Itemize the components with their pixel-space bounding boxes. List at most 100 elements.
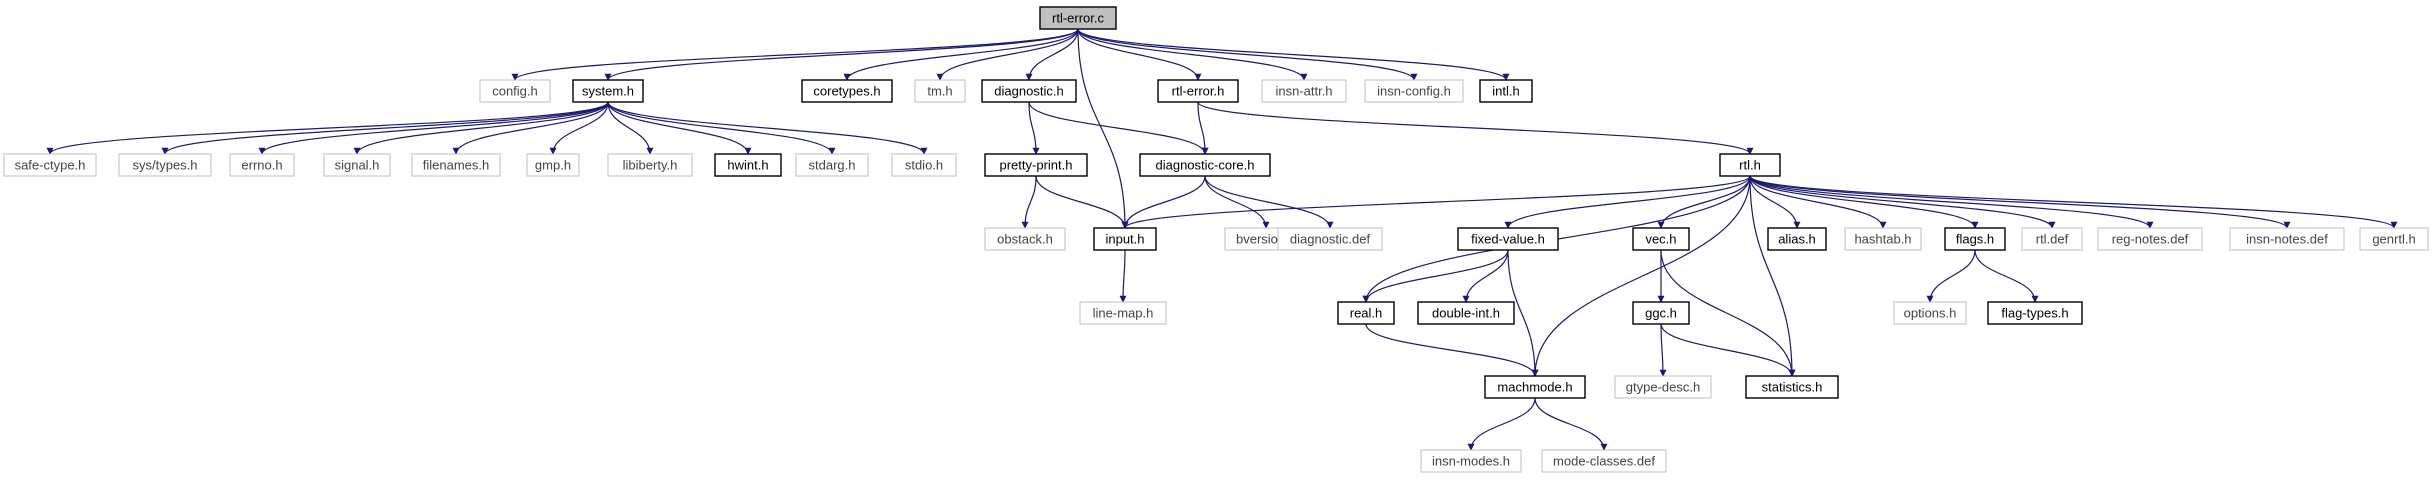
- node-box: [801, 79, 893, 103]
- node-label: rtl-error.c: [1052, 11, 1105, 26]
- node-box: [714, 153, 782, 177]
- node-box: [2229, 227, 2345, 251]
- edge-diagnostic-core-h-to-input-h: [1121, 175, 1206, 229]
- node-label: real.h: [1350, 306, 1383, 321]
- node-machmode-h[interactable]: machmode.h: [1484, 375, 1586, 399]
- node-diagnostic-core-h[interactable]: diagnostic-core.h: [1139, 153, 1271, 177]
- node-box: [1944, 227, 2006, 251]
- edge-rtl-h-to-vec-h: [1657, 175, 1751, 229]
- edge-system-h-to-stdarg-h: [607, 101, 836, 155]
- node-coretypes-h[interactable]: coretypes.h: [801, 79, 893, 103]
- edge-rtl-error-c-to-coretypes-h: [843, 28, 1079, 81]
- node-filenames-h: filenames.h: [411, 153, 501, 177]
- edge-ggc-h-to-statistics-h: [1660, 323, 1796, 377]
- node-sys-types-h: sys/types.h: [118, 153, 212, 177]
- node-gmp-h: gmp.h: [526, 153, 580, 177]
- edge-rtl-error-c-to-insn-attr-h: [1077, 28, 1308, 81]
- node-box: [1457, 227, 1559, 251]
- node-statistics-h[interactable]: statistics.h: [1745, 375, 1839, 399]
- edge-diagnostic-core-h-to-diagnostic-def: [1204, 175, 1334, 229]
- node-box: [1484, 375, 1586, 399]
- node-fixed-value-h[interactable]: fixed-value.h: [1457, 227, 1559, 251]
- node-system-h[interactable]: system.h: [572, 79, 644, 103]
- node-label: diagnostic.h: [994, 84, 1063, 99]
- edge-rtl-error-h-to-diagnostic-core-h: [1197, 101, 1209, 155]
- node-double-int-h[interactable]: double-int.h: [1417, 301, 1515, 325]
- node-label: hwint.h: [727, 158, 768, 173]
- edges-layer: [46, 28, 2398, 451]
- node-label: rtl.def: [2036, 232, 2069, 247]
- node-box: [479, 79, 551, 103]
- node-rtl-error-h[interactable]: rtl-error.h: [1157, 79, 1239, 103]
- node-real-h[interactable]: real.h: [1337, 301, 1395, 325]
- node-rtl-error-c[interactable]: rtl-error.c: [1039, 6, 1117, 30]
- edge-system-h-to-hwint-h: [607, 101, 752, 155]
- edge-fixed-value-h-to-machmode-h: [1507, 249, 1539, 377]
- edge-system-h-to-stdio-h: [607, 101, 928, 155]
- edge-vec-h-to-statistics-h: [1660, 249, 1796, 377]
- node-ggc-h[interactable]: ggc.h: [1632, 301, 1690, 325]
- node-insn-notes-def: insn-notes.def: [2229, 227, 2345, 251]
- edge-rtl-error-c-to-config-h: [511, 28, 1079, 81]
- node-box: [1632, 301, 1690, 325]
- node-diagnostic-h[interactable]: diagnostic.h: [981, 79, 1077, 103]
- node-flag-types-h[interactable]: flag-types.h: [1987, 301, 2083, 325]
- node-label: options.h: [1904, 306, 1957, 321]
- node-box: [323, 153, 391, 177]
- node-box: [2097, 227, 2203, 251]
- node-label: rtl.h: [1739, 158, 1761, 173]
- node-label: line-map.h: [1093, 306, 1154, 321]
- node-label: genrtl.h: [2372, 232, 2415, 247]
- node-genrtl-h: genrtl.h: [2359, 227, 2429, 251]
- node-hwint-h[interactable]: hwint.h: [714, 153, 782, 177]
- node-label: insn-config.h: [1377, 84, 1451, 99]
- edge-rtl-error-h-to-rtl-h: [1197, 101, 1754, 155]
- edge-machmode-h-to-insn-modes-h: [1467, 397, 1536, 451]
- node-insn-config-h: insn-config.h: [1364, 79, 1464, 103]
- node-obstack-h: obstack.h: [984, 227, 1066, 251]
- node-box: [572, 79, 644, 103]
- edge-diagnostic-core-h-to-bversion-h: [1204, 175, 1270, 229]
- node-safe-ctype-h: safe-ctype.h: [3, 153, 97, 177]
- edge-rtl-error-c-to-intl-h: [1077, 28, 1510, 81]
- edge-rtl-h-to-genrtl-h: [1749, 175, 2398, 229]
- node-rtl-h[interactable]: rtl.h: [1719, 153, 1781, 177]
- node-input-h[interactable]: input.h: [1093, 227, 1157, 251]
- node-label: system.h: [582, 84, 634, 99]
- node-tm-h: tm.h: [914, 79, 966, 103]
- node-box: [1277, 227, 1383, 251]
- node-box: [1745, 375, 1839, 399]
- node-box: [984, 227, 1066, 251]
- node-vec-h[interactable]: vec.h: [1632, 227, 1690, 251]
- edge-input-h-to-line-map-h: [1119, 249, 1127, 303]
- edge-rtl-h-to-machmode-h: [1531, 175, 1751, 377]
- node-label: insn-attr.h: [1275, 84, 1332, 99]
- node-alias-h[interactable]: alias.h: [1767, 227, 1827, 251]
- node-label: input.h: [1105, 232, 1144, 247]
- node-insn-modes-h: insn-modes.h: [1420, 449, 1522, 473]
- edge-rtl-error-c-to-insn-config-h: [1077, 28, 1418, 81]
- edge-rtl-h-to-rtl-def: [1749, 175, 2056, 229]
- node-label: intl.h: [1492, 84, 1519, 99]
- edge-ggc-h-to-gtype-desc-h: [1659, 323, 1667, 377]
- edge-rtl-h-to-input-h: [1121, 175, 1751, 229]
- node-flags-h[interactable]: flags.h: [1944, 227, 2006, 251]
- node-label: gtype-desc.h: [1626, 380, 1700, 395]
- edge-rtl-error-c-to-rtl-error-h: [1077, 28, 1202, 81]
- node-label: sys/types.h: [132, 158, 197, 173]
- node-box: [526, 153, 580, 177]
- edge-pretty-print-h-to-obstack-h: [1021, 175, 1037, 229]
- node-label: alias.h: [1778, 232, 1816, 247]
- node-label: reg-notes.def: [2112, 232, 2189, 247]
- node-box: [411, 153, 501, 177]
- node-intl-h[interactable]: intl.h: [1479, 79, 1533, 103]
- node-box: [3, 153, 97, 177]
- node-label: rtl-error.h: [1172, 84, 1225, 99]
- node-libiberty-h: libiberty.h: [607, 153, 693, 177]
- edge-rtl-error-c-to-input-h: [1077, 28, 1129, 229]
- node-label: libiberty.h: [623, 158, 678, 173]
- node-box: [984, 153, 1088, 177]
- node-pretty-print-h[interactable]: pretty-print.h: [984, 153, 1088, 177]
